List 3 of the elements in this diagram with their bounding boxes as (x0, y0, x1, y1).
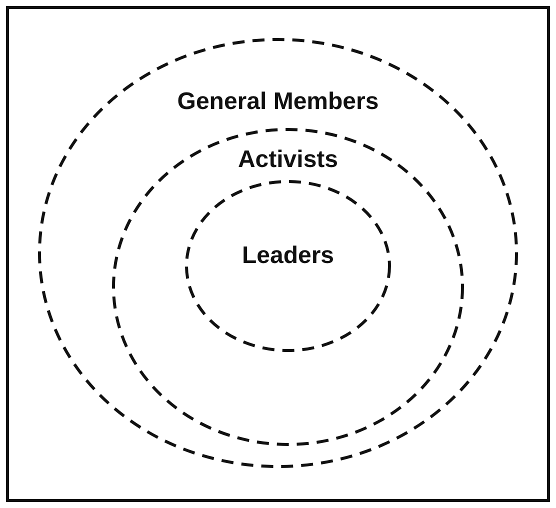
circle-label: General Members (177, 88, 379, 116)
circle-label: Leaders (242, 242, 334, 270)
circle-label: Activists (238, 146, 338, 174)
